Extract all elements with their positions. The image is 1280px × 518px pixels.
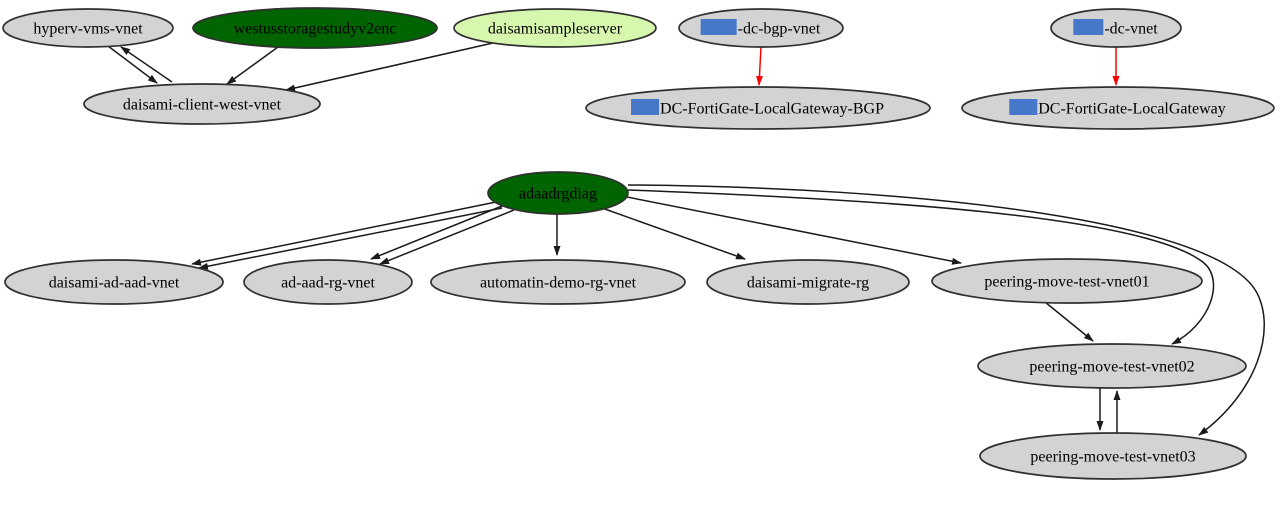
node-label: daisamisampleserver: [488, 21, 623, 38]
node-peering-move-test-vnet01: peering-move-test-vnet01: [931, 258, 1203, 304]
node-label: peering-move-test-vnet01: [984, 274, 1149, 291]
edge-hyperv-vms-vnet--daisami-client-west-vnet: [107, 45, 158, 84]
node-hyperv-vms-vnet: hyperv-vms-vnet: [2, 8, 174, 48]
node-ellipse: [1050, 8, 1182, 48]
node-daisami-ad-aad-vnet: daisami-ad-aad-vnet: [4, 259, 224, 305]
edge-adaadrgdiag--daisami-ad-aad-vnet: [198, 207, 503, 270]
redacted-text-box: [1009, 99, 1038, 115]
edge-adaadrgdiag--peering-move-test-vnet02: [627, 189, 1215, 345]
node-ellipse: [977, 343, 1247, 389]
node-label: automatin-demo-rg-vnet: [480, 275, 637, 292]
edge-westusstoragestudyv2enc--daisami-client-west-vnet: [226, 46, 279, 85]
node-label: westusstoragestudyv2enc: [234, 21, 397, 38]
node-label: DC-FortiGate-LocalGateway-BGP: [660, 101, 884, 118]
node-label: daisami-migrate-rg: [747, 275, 869, 292]
node-dc-fortigate-localgateway: DC-FortiGate-LocalGateway: [961, 86, 1275, 130]
node-ellipse: [931, 258, 1203, 304]
node-label: peering-move-test-vnet03: [1030, 449, 1195, 466]
node-dc-bgp-vnet: -dc-bgp-vnet: [678, 8, 844, 48]
node-daisamisampleserver: daisamisampleserver: [453, 8, 657, 48]
edge-adaadrgdiag--ad-aad-rg-vnet: [379, 209, 515, 265]
node-peering-move-test-vnet02: peering-move-test-vnet02: [977, 343, 1247, 389]
node-label: adaadrgdiag: [519, 186, 597, 203]
node-ad-aad-rg-vnet: ad-aad-rg-vnet: [243, 259, 413, 305]
node-ellipse: [4, 259, 224, 305]
node-adaadrgdiag: adaadrgdiag: [487, 171, 629, 215]
edge-daisamisampleserver--daisami-client-west-vnet: [285, 42, 494, 92]
node-label: daisami-ad-aad-vnet: [49, 275, 180, 292]
node-ellipse: [192, 7, 438, 49]
edge-adaadrgdiag--ad-aad-rg-vnet: [370, 203, 508, 260]
redacted-text-box: [631, 99, 660, 115]
node-ellipse: [243, 259, 413, 305]
node-ellipse: [706, 259, 910, 305]
redacted-text-box: [1073, 19, 1104, 35]
edge-adaadrgdiag--daisami-migrate-rg: [601, 207, 746, 260]
node-label: peering-move-test-vnet02: [1029, 359, 1194, 376]
edge-peering-move-test-vnet01--peering-move-test-vnet02: [1044, 301, 1094, 342]
node-dc-vnet: -dc-vnet: [1050, 8, 1182, 48]
node-westusstoragestudyv2enc: westusstoragestudyv2enc: [192, 7, 438, 49]
node-daisami-client-west-vnet: daisami-client-west-vnet: [83, 83, 321, 125]
node-dc-fortigate-localgateway-bgp: DC-FortiGate-LocalGateway-BGP: [585, 86, 931, 130]
node-ellipse: [487, 171, 629, 215]
edge-adaadrgdiag--daisami-ad-aad-vnet: [191, 201, 497, 266]
node-ellipse: [83, 83, 321, 125]
edge-adaadrgdiag--peering-move-test-vnet03: [627, 184, 1265, 436]
edge-dc-bgp-vnet--dc-fortigate-localgateway-bgp: [755, 46, 763, 86]
node-ellipse: [961, 86, 1275, 130]
node-label: daisami-client-west-vnet: [123, 97, 282, 114]
node-label: -dc-bgp-vnet: [738, 21, 821, 38]
node-automatin-demo-rg-vnet: automatin-demo-rg-vnet: [430, 259, 686, 305]
node-ellipse: [2, 8, 174, 48]
node-label: -dc-vnet: [1104, 21, 1158, 38]
node-label: ad-aad-rg-vnet: [281, 275, 375, 292]
edge-daisami-client-west-vnet--hyperv-vms-vnet: [120, 46, 173, 83]
edge-adaadrgdiag--peering-move-test-vnet01: [626, 196, 962, 265]
node-ellipse: [979, 432, 1247, 480]
node-ellipse: [453, 8, 657, 48]
redacted-text-box: [700, 19, 737, 35]
node-ellipse: [585, 86, 931, 130]
node-label: DC-FortiGate-LocalGateway: [1038, 101, 1225, 118]
node-ellipse: [430, 259, 686, 305]
node-daisami-migrate-rg: daisami-migrate-rg: [706, 259, 910, 305]
node-label: hyperv-vms-vnet: [33, 21, 143, 38]
node-ellipse: [678, 8, 844, 48]
node-peering-move-test-vnet03: peering-move-test-vnet03: [979, 432, 1247, 480]
